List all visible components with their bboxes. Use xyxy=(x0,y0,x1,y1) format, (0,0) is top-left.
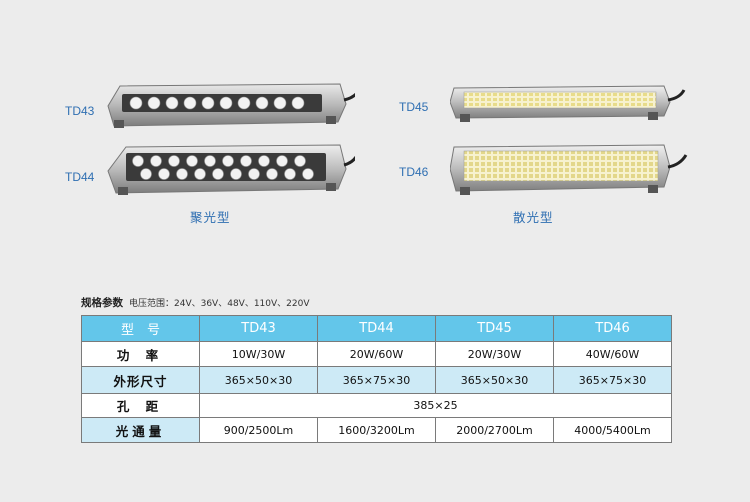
table-cell: 365×75×30 xyxy=(553,366,672,394)
table-cell: 900/2500Lm xyxy=(199,417,318,443)
table-cell: 40W/60W xyxy=(553,341,672,367)
table-cell: 365×75×30 xyxy=(317,366,436,394)
product-label-td44: TD44 xyxy=(65,170,95,184)
table-cell: 1600/3200Lm xyxy=(317,417,436,443)
lamp-image-td46 xyxy=(450,143,690,199)
lamp-image-td45 xyxy=(450,82,690,124)
category-label-flood: 散光型 xyxy=(513,210,554,225)
header-cell-td44: TD44 xyxy=(317,315,436,342)
row-label-power: 功 率 xyxy=(81,341,200,367)
table-row-power: 功 率 10W/30W 20W/60W 20W/30W 40W/60W xyxy=(81,341,672,367)
header-cell-model: 型 号 xyxy=(81,315,200,342)
voltage-range-text: 电压范围：24V、36V、48V、110V、220V xyxy=(129,299,310,309)
table-row-hole-spacing: 孔 距 385×25 xyxy=(81,393,672,418)
header-cell-td43: TD43 xyxy=(199,315,318,342)
table-row-dimensions: 外形尺寸 365×50×30 365×75×30 365×50×30 365×7… xyxy=(81,366,672,394)
table-cell: 20W/60W xyxy=(317,341,436,367)
spec-title-text: 规格参数 xyxy=(81,297,123,309)
table-cell: 2000/2700Lm xyxy=(435,417,554,443)
table-cell: 365×50×30 xyxy=(435,366,554,394)
header-cell-td45: TD45 xyxy=(435,315,554,342)
table-cell: 365×50×30 xyxy=(199,366,318,394)
product-label-td45: TD45 xyxy=(399,100,429,114)
category-label-spot: 聚光型 xyxy=(190,210,231,225)
spec-table: 型 号 TD43 TD44 TD45 TD46 功 率 10W/30W 20W/… xyxy=(81,315,672,443)
table-cell: 20W/30W xyxy=(435,341,554,367)
table-cell: 10W/30W xyxy=(199,341,318,367)
product-label-td46: TD46 xyxy=(399,165,429,179)
row-label-dimensions: 外形尺寸 xyxy=(81,366,200,394)
table-cell: 385×25 xyxy=(199,393,672,418)
lamp-image-td43 xyxy=(100,82,355,132)
table-cell: 4000/5400Lm xyxy=(553,417,672,443)
table-row-luminous-flux: 光通量 900/2500Lm 1600/3200Lm 2000/2700Lm 4… xyxy=(81,417,672,443)
row-label-hole-spacing: 孔 距 xyxy=(81,393,200,418)
row-label-luminous-flux: 光通量 xyxy=(81,417,200,443)
table-header-row: 型 号 TD43 TD44 TD45 TD46 xyxy=(81,315,672,342)
header-cell-td46: TD46 xyxy=(553,315,672,342)
lamp-image-td44 xyxy=(100,143,355,199)
product-label-td43: TD43 xyxy=(65,104,95,118)
spec-title: 规格参数电压范围：24V、36V、48V、110V、220V xyxy=(81,295,310,310)
